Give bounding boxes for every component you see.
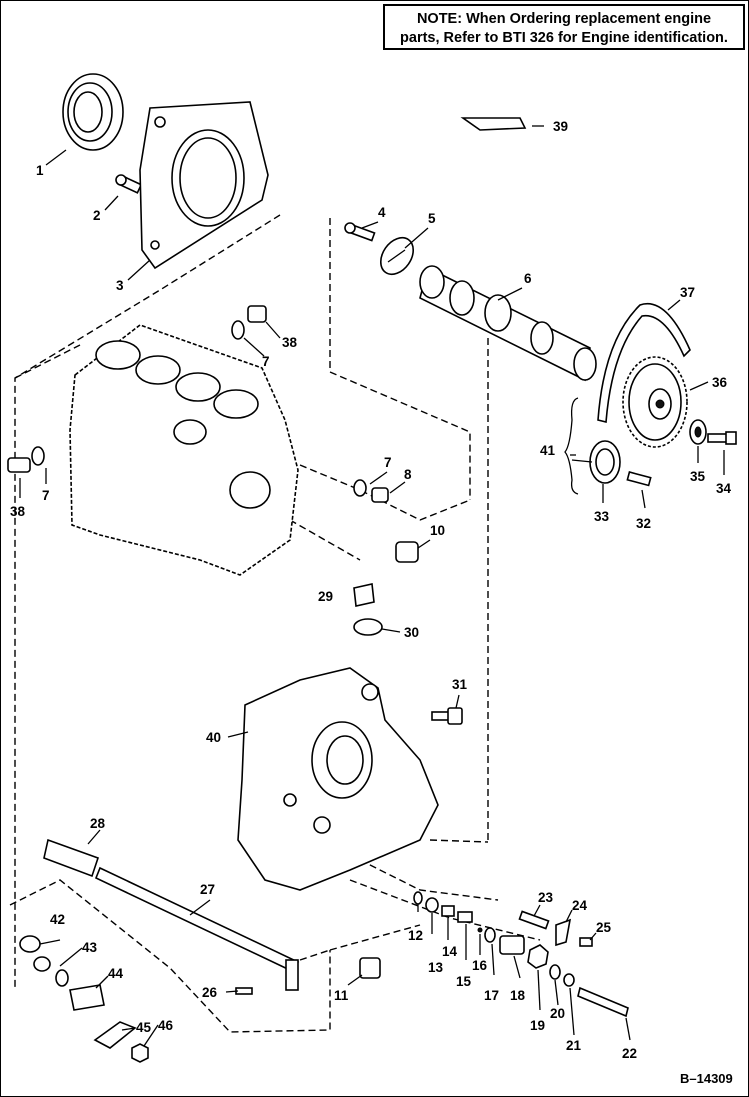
callout-27: 27: [200, 882, 215, 897]
callout-29: 29: [318, 589, 333, 604]
callout-7-top: 7: [262, 354, 270, 369]
callout-39: 39: [553, 119, 568, 134]
callout-3: 3: [116, 278, 124, 293]
part-5-thrust-plate: [379, 236, 415, 276]
assembly-dash-lines: [9, 214, 541, 1033]
note-line-2: parts, Refer to BTI 326 for Engine ident…: [400, 30, 728, 46]
part-6-camshaft: [419, 265, 597, 382]
part-29-bushing: [353, 583, 375, 607]
part-11-plug: [359, 957, 381, 979]
callout-26: 26: [202, 985, 218, 1000]
part-4-bolt: [344, 222, 376, 242]
part-26-pin: [235, 987, 253, 995]
ordering-note: NOTE: When Ordering replacement engine p…: [383, 4, 745, 50]
callout-22: 22: [622, 1046, 637, 1061]
part-36-cam-gear: [622, 356, 688, 448]
callout-21: 21: [566, 1038, 582, 1053]
note-line-1: When Ordering replacement engine: [462, 11, 712, 27]
callout-20: 20: [550, 1006, 565, 1021]
part-2-bolt: [115, 174, 143, 194]
part-43-ring: [33, 956, 69, 987]
part-32-bolt: [626, 471, 652, 487]
part-33-idler-pulley: [589, 440, 621, 484]
callout-37: 37: [680, 285, 695, 300]
part-31-bolt: [431, 707, 463, 725]
callout-32: 32: [636, 516, 651, 531]
callout-42: 42: [50, 912, 65, 927]
callout-19: 19: [530, 1018, 545, 1033]
part-8-plug: [353, 479, 389, 503]
callout-8: 8: [404, 467, 412, 482]
callout-36: 36: [712, 375, 728, 390]
part-1-oil-seal: [62, 73, 124, 151]
callout-18: 18: [510, 988, 526, 1003]
part-37-timing-belt: [597, 302, 691, 424]
callout-25: 25: [596, 920, 612, 935]
callout-4: 4: [378, 205, 386, 220]
callout-40: 40: [206, 730, 221, 745]
part-10-plug: [395, 541, 419, 563]
note-lead: NOTE:: [416, 11, 463, 27]
callout-15: 15: [456, 974, 472, 989]
part-34-bolt: [707, 431, 737, 445]
part-35-washer: [689, 419, 707, 445]
callout-28: 28: [90, 816, 106, 831]
callout-7-left: 7: [42, 488, 50, 503]
part-40-gear-case: [237, 667, 439, 891]
part-28-spring: [43, 838, 100, 878]
callout-1: 1: [36, 163, 44, 178]
part-42-seal: [19, 935, 41, 953]
part-45-bracket: [93, 1021, 137, 1049]
callout-10: 10: [430, 523, 445, 538]
callout-43: 43: [82, 940, 98, 955]
part-46-nut: [131, 1043, 149, 1063]
part-27-rod: [94, 866, 300, 991]
callout-labels: 1 2 3 4 5 6 39 37 36 38 7 38 7 7 8 10 29…: [10, 119, 732, 1061]
callout-46: 46: [158, 1018, 174, 1033]
callout-2: 2: [93, 208, 101, 223]
small-parts-12-22: [413, 891, 629, 1018]
callout-14: 14: [442, 944, 458, 959]
part-38-plug-left: [7, 446, 45, 473]
callout-16: 16: [472, 958, 488, 973]
callout-11: 11: [334, 988, 349, 1003]
callout-44: 44: [108, 966, 124, 981]
cylinder-block: [69, 324, 299, 576]
callout-7-mid: 7: [384, 455, 392, 470]
callout-45: 45: [136, 1020, 152, 1035]
callout-24: 24: [572, 898, 588, 913]
callout-38-top: 38: [282, 335, 298, 350]
callout-38-left: 38: [10, 504, 26, 519]
callout-23: 23: [538, 890, 554, 905]
leader-lines: [19, 125, 725, 1047]
callout-6: 6: [524, 271, 532, 286]
figure-number: B–14309: [680, 1071, 733, 1086]
callout-35: 35: [690, 469, 706, 484]
callout-5: 5: [428, 211, 436, 226]
part-38-plug-top: [231, 305, 267, 340]
callout-30: 30: [404, 625, 419, 640]
callout-33: 33: [594, 509, 610, 524]
callout-12: 12: [408, 928, 423, 943]
callout-41: 41: [540, 443, 556, 458]
callout-31: 31: [452, 677, 468, 692]
part-3-rear-seal-housing: [139, 101, 269, 270]
part-30-gasket: [353, 618, 383, 636]
callout-13: 13: [428, 960, 444, 975]
callout-17: 17: [484, 988, 499, 1003]
callout-34: 34: [716, 481, 732, 496]
part-39-sealant-tube: [460, 117, 527, 131]
part-44-fitting: [69, 984, 105, 1011]
